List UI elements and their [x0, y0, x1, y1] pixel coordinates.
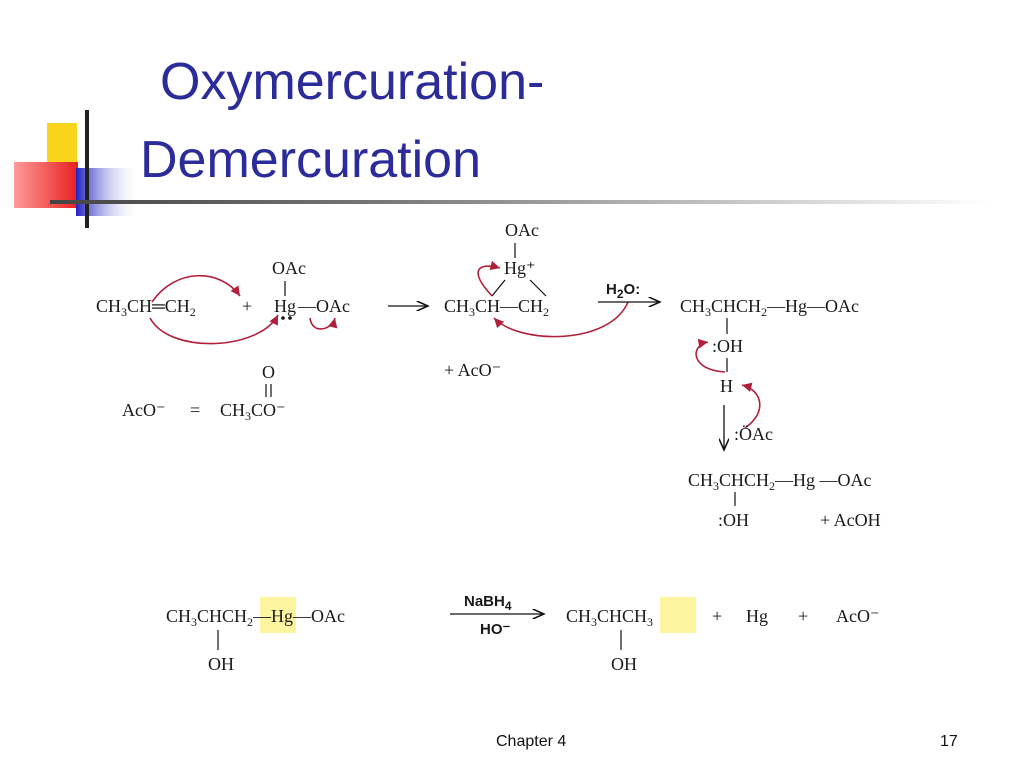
highlight-ch3	[660, 597, 696, 633]
plus-sign-3: +	[798, 606, 808, 626]
deco-horizontal-line	[50, 200, 990, 204]
acetate-byproduct: + AcO⁻	[444, 360, 501, 380]
curved-arrow-bridge	[477, 260, 501, 297]
corner-decoration	[14, 110, 990, 228]
carbonyl-o: O	[262, 362, 275, 382]
hg-reagent: Hg	[274, 296, 296, 316]
plus-sign-1: +	[242, 296, 252, 316]
demercuration-reactant: CH3​CHCH2​—Hg—OAc	[166, 606, 345, 629]
mercurinium-oac: OAc	[505, 220, 539, 240]
oxonium-chain: CH3​CHCH2​—Hg—OAc	[680, 296, 859, 319]
alcohol-product: CH3​CHCH3​	[566, 606, 653, 629]
water-reagent: H2​O:	[606, 281, 640, 301]
curved-arrow-pi-to-hg	[149, 314, 279, 345]
equals-sign: =	[190, 400, 200, 420]
acetate-product: AcO⁻	[836, 606, 880, 626]
curved-arrow-water-attack	[493, 301, 629, 338]
acetate-formula: CH3​CO⁻	[220, 400, 286, 423]
oac-right-reagent: —OAc	[297, 296, 350, 316]
mercurinium-hg: Hg⁺	[504, 258, 536, 278]
lone-pair-dot	[288, 316, 292, 320]
footer-page-number: 17	[940, 733, 958, 750]
deco-vertical-line	[85, 110, 89, 228]
acetic-acid-byproduct: + AcOH	[820, 510, 881, 530]
slide-title-line2: Demercuration	[140, 131, 482, 189]
propene: CH3​CH═CH2​	[96, 296, 196, 319]
hydroxide-reagent: HO⁻	[480, 621, 511, 638]
mercurinium-chain: CH3​CH—CH2​	[444, 296, 549, 319]
highlight-ch2	[260, 597, 296, 633]
slide-title-line1: Oxymercuration-	[160, 53, 545, 111]
organomercury-oh: :OH	[718, 510, 749, 530]
oac-top-reagent: OAc	[272, 258, 306, 278]
lone-pair-dot	[281, 316, 285, 320]
nabh4-reagent: NaBH4​	[464, 593, 512, 613]
oxonium-oh: :OH	[712, 336, 743, 356]
reactant-oh: OH	[208, 654, 234, 674]
curved-arrow-alkene	[151, 274, 241, 303]
curved-arrow-hg-to-oac	[309, 317, 338, 330]
curved-arrow-base-to-h	[741, 382, 761, 429]
acetate-base: :ÖAc	[734, 424, 773, 444]
acetate-label: AcO⁻	[122, 400, 166, 420]
bridge-bond-right	[529, 279, 547, 297]
curved-arrow-oh-bond	[695, 338, 726, 373]
product-oh: OH	[611, 654, 637, 674]
plus-sign-2: +	[712, 606, 722, 626]
mercury-product: Hg	[746, 606, 768, 626]
footer-chapter: Chapter 4	[496, 733, 567, 750]
organomercury-chain: CH3​CHCH2​—Hg —OAc	[688, 470, 872, 493]
proton-h: H	[720, 376, 733, 396]
bridge-bond-left	[491, 279, 506, 297]
